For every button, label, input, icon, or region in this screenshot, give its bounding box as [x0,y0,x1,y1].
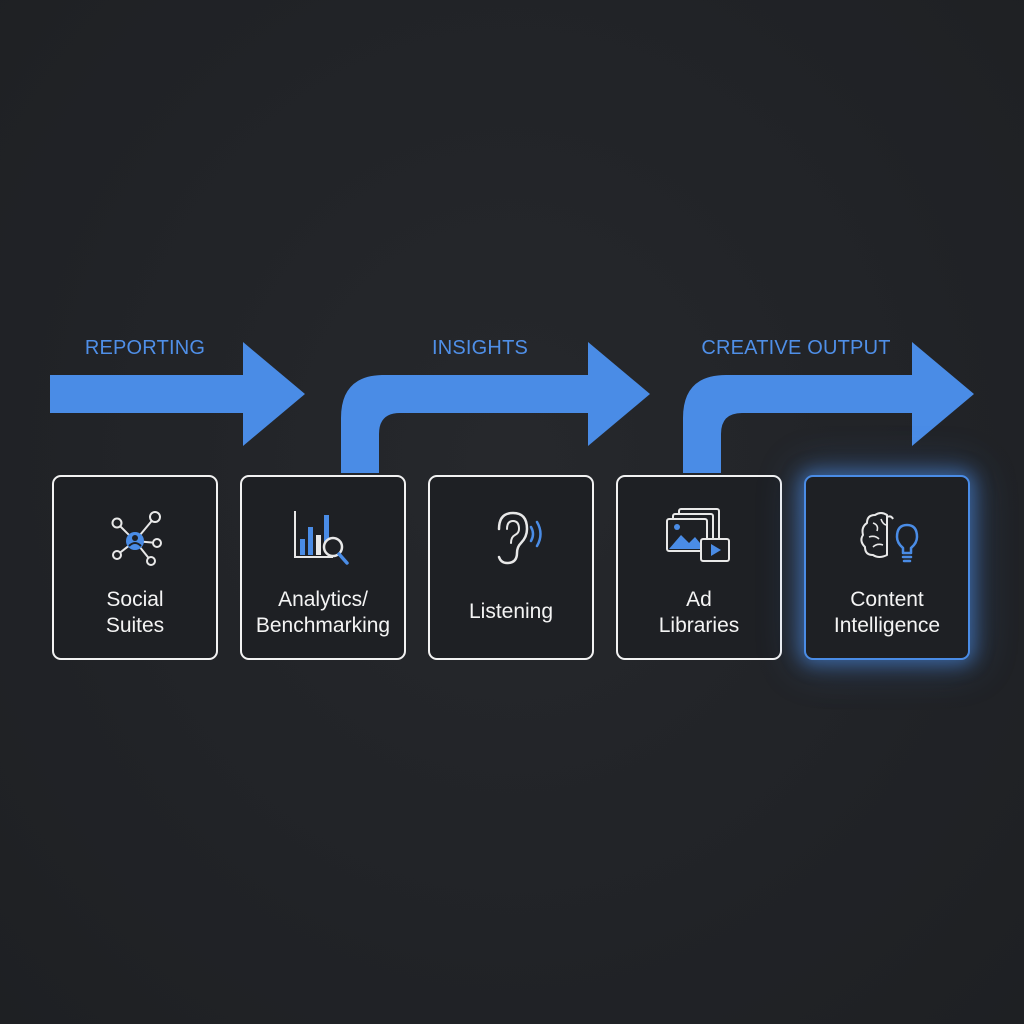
bar-chart-magnifier-icon [294,511,349,565]
stage-label-creative-output: CREATIVE OUTPUT [701,337,891,359]
stage-label-reporting: REPORTING [84,337,206,359]
card-label-line1: Content [850,588,924,611]
card-ad-libraries[interactable]: Ad Libraries [616,475,782,660]
stage-label-insights: INSIGHTS [431,337,529,359]
card-label-line2: Libraries [658,614,740,637]
card-label-line1: Analytics/ [278,588,368,611]
brain-lightbulb-icon [860,512,919,563]
card-label-line2: Intelligence [833,614,941,637]
image-video-library-icon [666,508,730,562]
card-analytics-benchmarking[interactable]: Analytics/ Benchmarking [240,475,406,660]
card-label-line2: Benchmarking [255,614,391,637]
insights-arrow [341,342,650,473]
card-label: Listening [468,600,554,623]
card-label-line1: Social [106,588,164,611]
card-social-suites[interactable]: Social Suites [52,475,218,660]
card-listening[interactable]: Listening [428,475,594,660]
ear-sound-waves-icon [497,511,542,565]
card-label-line1: Ad [686,588,712,611]
card-label-line2: Suites [105,614,165,637]
creative-output-arrow [683,342,974,473]
reporting-arrow [50,342,305,446]
network-nodes-icon [111,511,162,566]
card-content-intelligence[interactable]: Content Intelligence [804,475,970,660]
